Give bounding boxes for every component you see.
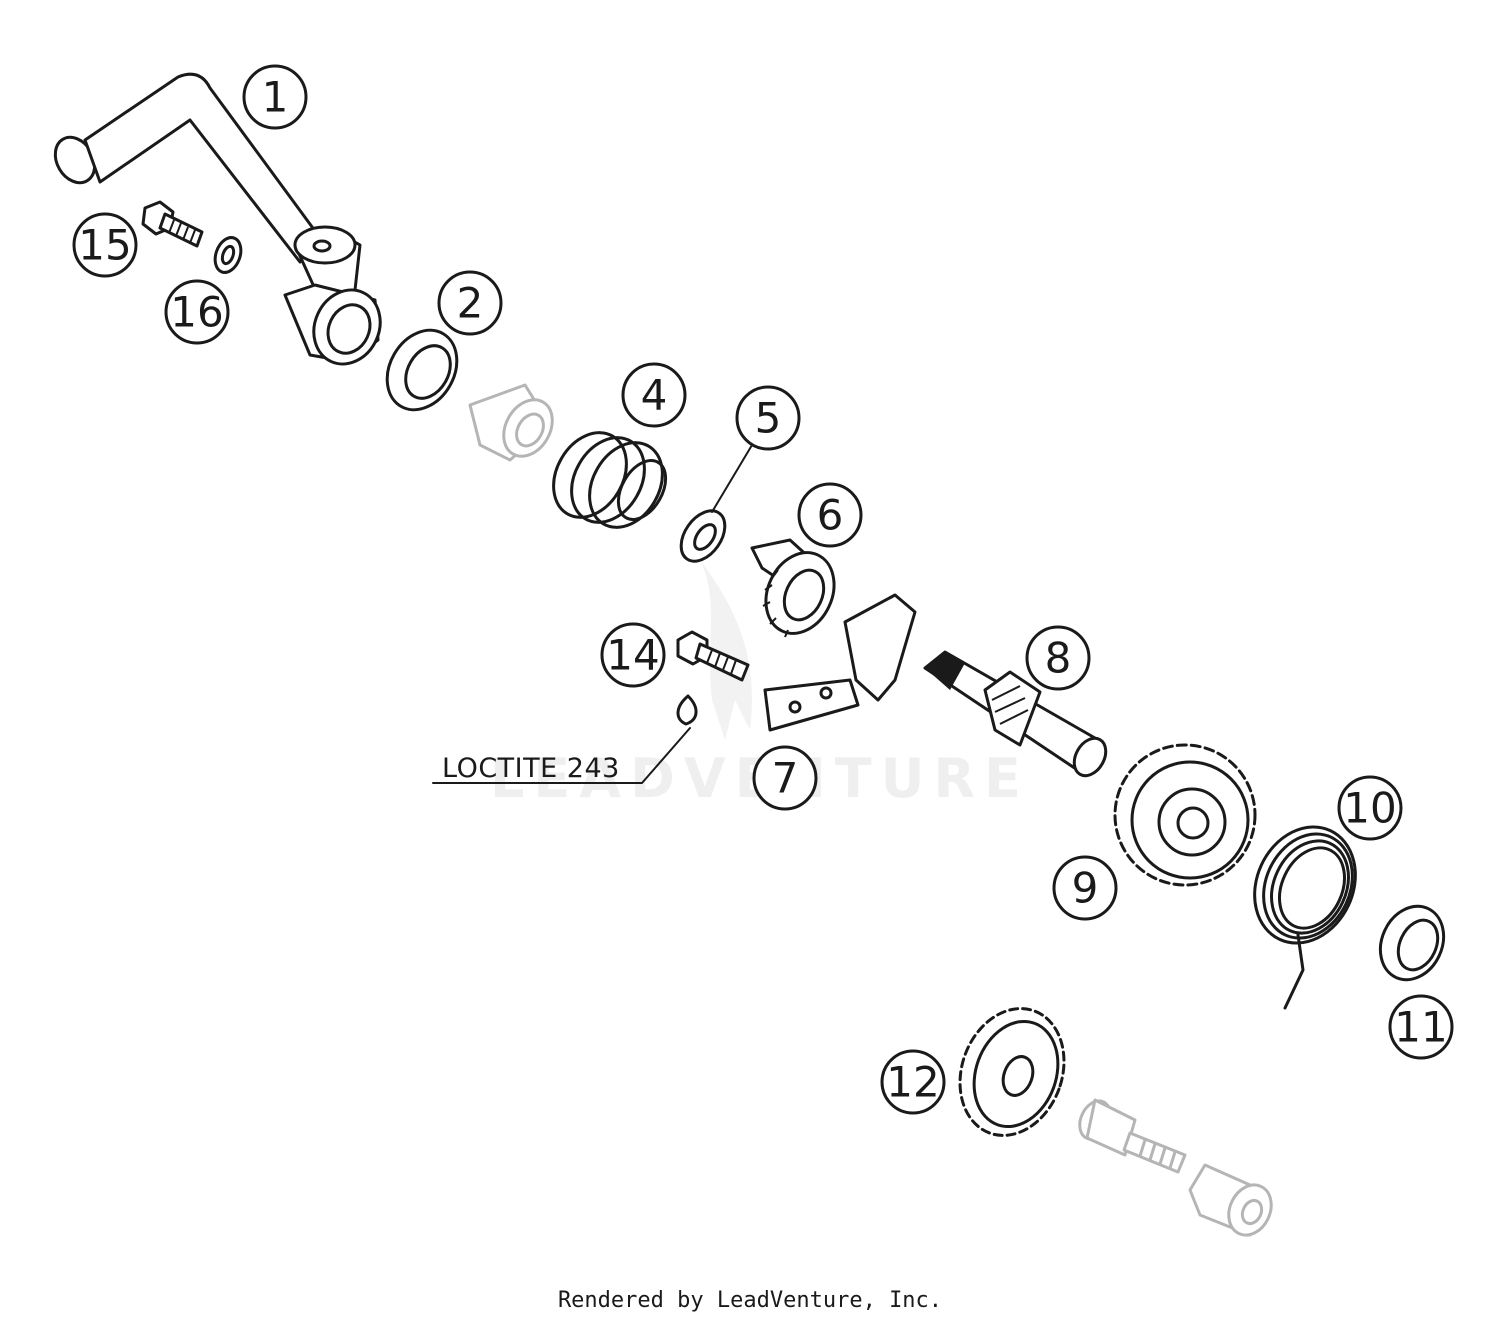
svg-text:7: 7 bbox=[772, 754, 799, 803]
part-15-bolt bbox=[141, 200, 204, 248]
callout-15: 15 bbox=[72, 212, 138, 278]
callout-7: 7 bbox=[752, 745, 818, 811]
callout-1: 1 bbox=[242, 64, 308, 130]
callout-4: 4 bbox=[621, 362, 687, 428]
callout-12: 12 bbox=[880, 1049, 946, 1115]
loctite-note-text: LOCTITE 243 bbox=[442, 753, 620, 784]
part-8-shaft bbox=[923, 650, 1108, 778]
loctite-note: LOCTITE 243 bbox=[432, 727, 691, 784]
part-11-ring bbox=[1378, 904, 1446, 982]
part-10-spring bbox=[1253, 825, 1357, 1010]
part-4-spring bbox=[552, 431, 668, 529]
svg-text:16: 16 bbox=[170, 288, 223, 337]
callout-16: 16 bbox=[164, 279, 230, 345]
part-6-ratchet bbox=[750, 538, 836, 638]
callout-8: 8 bbox=[1025, 625, 1091, 691]
callout-6: 6 bbox=[797, 482, 863, 548]
svg-text:10: 10 bbox=[1343, 784, 1396, 833]
part-7-guide-plate bbox=[763, 593, 917, 732]
watermark: LEADVENTURE bbox=[490, 560, 1021, 810]
callout-10: 10 bbox=[1337, 775, 1403, 841]
svg-text:15: 15 bbox=[78, 221, 131, 270]
part-12-gear bbox=[958, 1007, 1066, 1137]
bushing-gray bbox=[468, 383, 554, 462]
svg-text:1: 1 bbox=[262, 73, 289, 122]
shaft-gray bbox=[1078, 1098, 1273, 1237]
svg-text:12: 12 bbox=[886, 1058, 939, 1107]
loctite-drop-icon bbox=[676, 694, 698, 726]
callout-5: 5 bbox=[735, 385, 801, 451]
part-1-kick-lever bbox=[53, 72, 382, 366]
part-16-washer bbox=[213, 236, 243, 274]
leader-5 bbox=[711, 439, 756, 513]
callout-9: 9 bbox=[1052, 855, 1118, 921]
callouts: 1 2 4 5 6 7 8 9 bbox=[72, 64, 1454, 1115]
svg-text:5: 5 bbox=[755, 394, 782, 443]
part-5-washer bbox=[679, 509, 727, 563]
callout-11: 11 bbox=[1388, 994, 1454, 1060]
svg-text:11: 11 bbox=[1394, 1003, 1447, 1052]
svg-text:14: 14 bbox=[606, 631, 659, 680]
svg-text:2: 2 bbox=[457, 279, 484, 328]
callout-14: 14 bbox=[600, 622, 666, 688]
footer-credit: Rendered by LeadVenture, Inc. bbox=[557, 1288, 943, 1313]
part-2-seal bbox=[385, 328, 459, 412]
callout-2: 2 bbox=[437, 270, 503, 336]
svg-text:8: 8 bbox=[1045, 634, 1072, 683]
svg-text:6: 6 bbox=[817, 491, 844, 540]
part-9-gear bbox=[1113, 743, 1257, 887]
part-14-bolt bbox=[676, 630, 750, 682]
svg-text:4: 4 bbox=[641, 371, 668, 420]
svg-text:9: 9 bbox=[1072, 864, 1099, 913]
